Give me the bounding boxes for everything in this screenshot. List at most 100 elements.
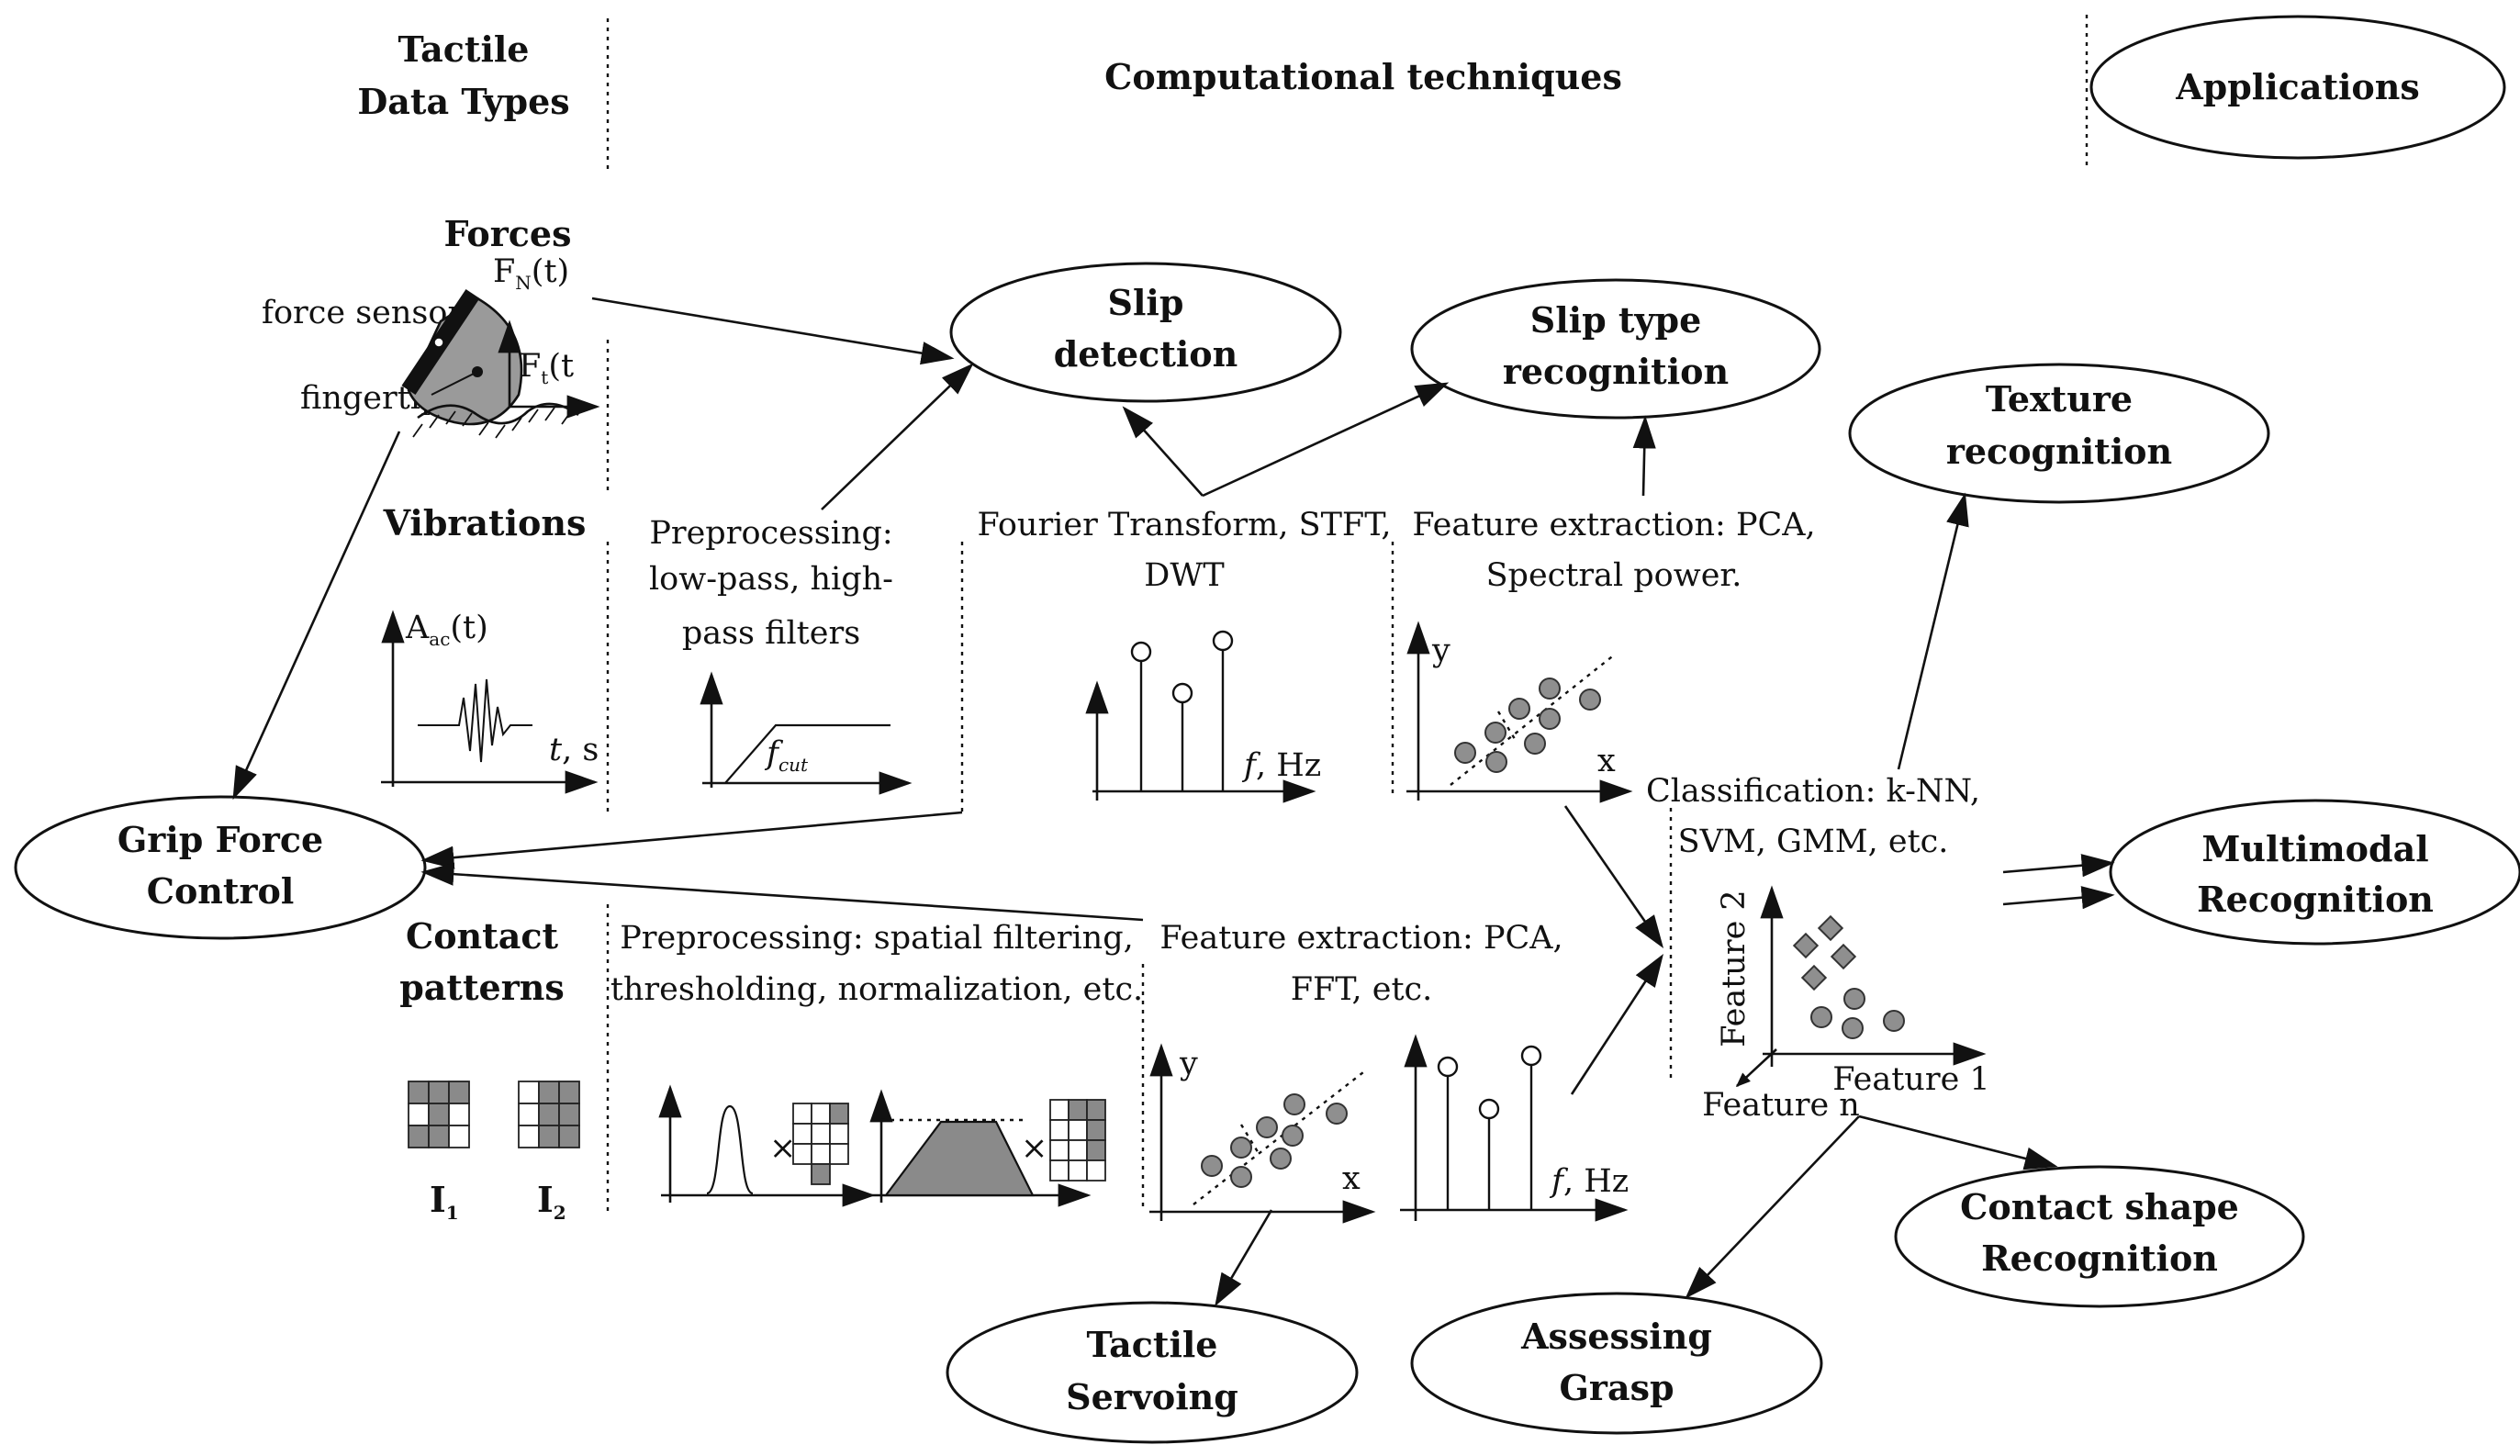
fcut-label: fcut (764, 735, 809, 776)
pca-top-y-label: y (1431, 633, 1450, 669)
fourier-section: Fourier Transform, STFT, DWT f, Hz (960, 507, 1394, 812)
servoing-line2: Servoing (1066, 1376, 1238, 1417)
feature-n-axis (1735, 1048, 1777, 1088)
pca-top-x-label: x (1597, 743, 1616, 779)
fourier-bot-hz-label: f, Hz (1549, 1163, 1629, 1200)
fn-label: FN(t) (493, 253, 569, 294)
classification-section: Classification: k-NN, SVM, GMM, etc. Fea… (1646, 773, 1990, 1124)
fourier-bottom: f, Hz (1400, 1034, 1629, 1222)
trapezoid-threshold (883, 1120, 1035, 1197)
edge-feattop-to-classif (1563, 805, 1664, 948)
contact-grid-1 (792, 1103, 849, 1185)
edge-fourier-to-grip (420, 811, 963, 869)
feature1-label: Feature 1 (1832, 1061, 1989, 1098)
featuren-label: Feature n (1702, 1087, 1860, 1124)
aac-label: Aac(t) (405, 610, 488, 650)
edge-previb-to-slip (821, 363, 974, 510)
contact-patterns-section: Contact patterns I1 I2 (399, 904, 610, 1224)
edge-forces-to-grip (232, 431, 401, 801)
texture-line2: recognition (1946, 431, 2172, 472)
edge-classif-to-contactshape (1858, 1114, 2058, 1170)
times-1: × (769, 1130, 796, 1167)
grip-force-line2: Control (147, 870, 295, 912)
contact-line2: patterns (399, 967, 565, 1008)
fourier-peak-1 (1130, 641, 1152, 663)
contact-grid-2 (1049, 1099, 1106, 1182)
pre-vib-line3: pass filters (682, 615, 860, 652)
edge-forces-to-slip (591, 297, 955, 365)
assessing-line2: Grasp (1559, 1367, 1674, 1408)
assessing-line1: Assessing (1520, 1316, 1712, 1357)
pre-contact-line1: Preprocessing: spatial filtering, (620, 920, 1134, 957)
slip-detection-line2: detection (1054, 333, 1238, 375)
node-grip-force-control: Grip Force Control (14, 795, 427, 940)
slip-type-line2: recognition (1503, 351, 1729, 392)
vibrations-label: Vibrations (383, 502, 587, 543)
edge-fourierbot-to-classif (1570, 953, 1663, 1095)
vibration-signal (418, 678, 532, 763)
classif-line1: Classification: k-NN, (1646, 773, 1980, 810)
fourier-bot-peak-2 (1478, 1098, 1500, 1120)
pre-contact-line2: thresholding, normalization, etc. (610, 971, 1143, 1008)
node-assessing-grasp: Assessing Grasp (1410, 1292, 1823, 1435)
edge-classif-to-multimodal-2 (2002, 886, 2115, 910)
applications-header-ellipse (2089, 15, 2506, 160)
node-tactile-servoing: Tactile Servoing (946, 1301, 1359, 1444)
grip-force-line1: Grip Force (118, 819, 323, 860)
feature-extraction-top: Feature extraction: PCA, Spectral power.… (1406, 507, 1816, 803)
pca-bot-y-label: y (1179, 1046, 1198, 1082)
texture-line1: Texture (1986, 378, 2133, 420)
node-contact-shape-recognition: Contact shape Recognition (1894, 1165, 2305, 1308)
i1-label: I1 (430, 1179, 459, 1224)
forces-label: Forces (444, 213, 572, 254)
feature-extraction-bottom: Feature extraction: PCA, FFT, etc. y x (1141, 920, 1563, 1224)
contact-image-i1 (408, 1081, 470, 1148)
node-slip-detection: Slip detection (949, 262, 1342, 403)
fourier-peak-3 (1212, 630, 1234, 652)
edge-fourier-to-sliptype (1202, 382, 1450, 498)
header-computational: Computational techniques (1104, 56, 1622, 97)
fourier-line2: DWT (1144, 557, 1224, 594)
classif-line2: SVM, GMM, etc. (1678, 823, 1949, 860)
header-tactile-line1: Tactile (398, 28, 529, 70)
edge-feat-to-sliptype (1632, 415, 1656, 497)
slip-type-line1: Slip type (1530, 299, 1702, 341)
forces-section: Forces FN(t) force sensor fingertip Ft(t (262, 213, 610, 496)
force-sensor-label: force sensor (262, 295, 463, 331)
feat-top-line1: Feature extraction: PCA, (1412, 507, 1815, 543)
node-slip-type-recognition: Slip type recognition (1410, 278, 1821, 420)
contact-shape-line2: Recognition (1981, 1238, 2218, 1279)
multimodal-line2: Recognition (2197, 879, 2434, 920)
multimodal-line1: Multimodal (2201, 828, 2428, 869)
edges (232, 297, 2115, 1307)
contact-image-i2 (518, 1081, 580, 1148)
edge-classif-to-texture (1897, 492, 1969, 770)
node-texture-recognition: Texture recognition (1848, 363, 2270, 504)
feat-top-line2: Spectral power. (1486, 557, 1742, 594)
fourier-bot-peak-3 (1520, 1045, 1542, 1067)
feat-bot-line2: FFT, etc. (1291, 971, 1433, 1008)
edge-pcabot-to-servoing (1215, 1209, 1273, 1307)
i2-label: I2 (537, 1179, 566, 1224)
preprocessing-contact: Preprocessing: spatial filtering, thresh… (610, 920, 1143, 1207)
servoing-line1: Tactile (1086, 1324, 1217, 1365)
t-axis-label: t, s (549, 732, 599, 768)
contact-line1: Contact (406, 915, 559, 957)
slip-detection-line1: Slip (1108, 282, 1184, 323)
feature2-label: Feature 2 (1716, 890, 1753, 1047)
node-multimodal-recognition: Multimodal Recognition (2109, 799, 2520, 946)
vibrations-section: Vibrations Aac(t) t, s (381, 502, 610, 817)
gaussian-curve (706, 1104, 754, 1195)
preprocessing-vibrations: Preprocessing: low-pass, high- pass filt… (649, 515, 913, 795)
fourier-peak-2 (1171, 682, 1193, 704)
edge-classif-to-assessing (1685, 1115, 1860, 1299)
filter-response (724, 723, 890, 784)
pca-bot-x-label: x (1342, 1160, 1361, 1197)
feat-bot-line1: Feature extraction: PCA, (1159, 920, 1562, 957)
fourier-bot-peak-1 (1437, 1056, 1459, 1078)
edge-fourier-to-slip (1122, 406, 1204, 497)
times-2: × (1021, 1130, 1047, 1167)
header-tactile-line2: Data Types (357, 81, 569, 122)
fingertip-illustration (401, 289, 600, 439)
